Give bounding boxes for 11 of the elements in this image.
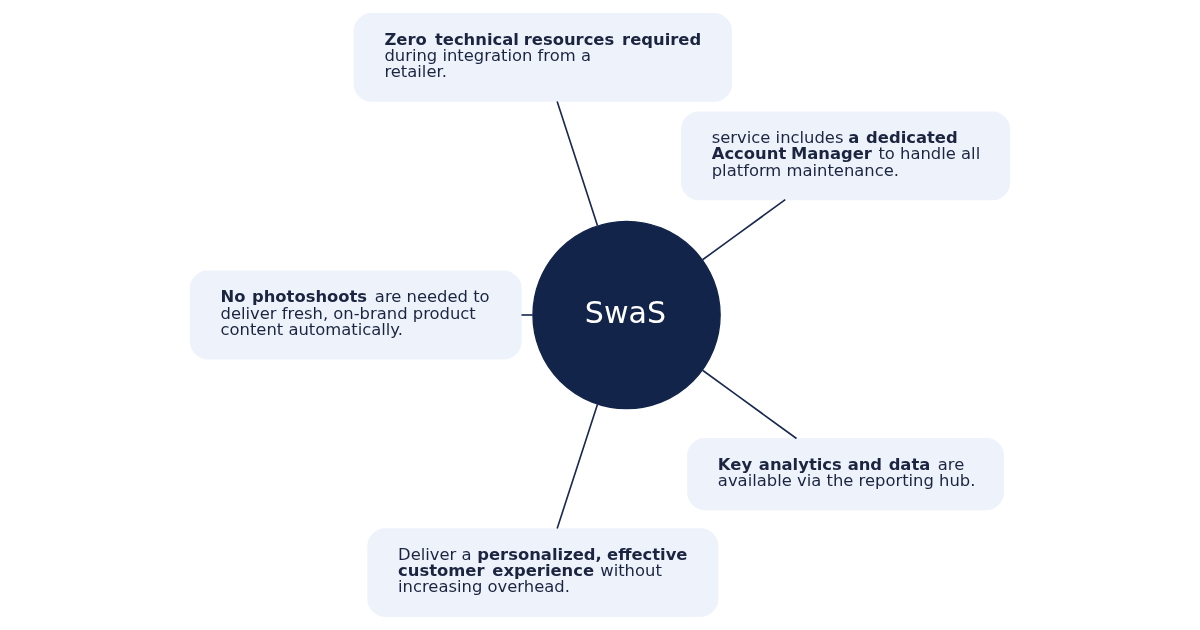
connector	[556, 403, 599, 530]
node-box: Zero technical resources required during integration from a retailer.	[353, 13, 733, 102]
connector	[701, 369, 798, 440]
connector	[520, 314, 534, 316]
connector	[701, 198, 787, 261]
node-circle: SwaS	[532, 220, 721, 410]
node-box: No photoshoots are needed to deliver fresh, on-brand product content automatically.	[189, 270, 522, 360]
connector	[556, 100, 599, 227]
node-box: Deliver a personalized, effective customer experience without increasing overhead.	[367, 528, 719, 617]
node-box: service includes a dedicated Account Manager to handle all platform maintenance.	[681, 111, 1011, 201]
node-box: Key analytics and data are available via the reporting hub.	[687, 437, 1005, 511]
